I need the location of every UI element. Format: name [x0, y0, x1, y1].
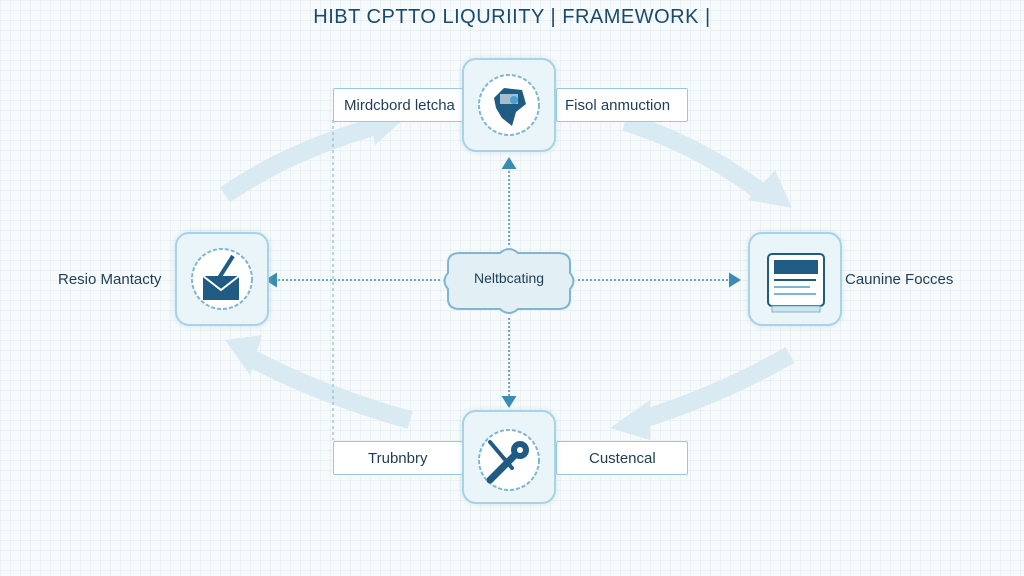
bottom-node-right-label: Custencal	[589, 450, 656, 467]
left-node	[175, 232, 269, 326]
seal-gear-icon	[478, 74, 540, 136]
flow-arrow-top-to-right	[622, 113, 771, 203]
center-node	[443, 248, 575, 314]
center-node-label: Neltbcating	[473, 270, 545, 286]
bottom-left-label-box: Trubnbry	[333, 441, 463, 475]
diagram-title: HIBT CPTTO LIQURIITY | FRAMEWORK |	[313, 6, 711, 28]
top-node-label: Mirdcbord letcha	[344, 97, 455, 114]
flow-arrowhead-right-to-bottom	[610, 400, 650, 440]
top-node-right-label: Fisol anmuction	[565, 97, 671, 114]
top-right-label-box: Fisol anmuction	[556, 88, 688, 122]
flow-arrow-bottom-to-left	[240, 347, 413, 429]
right-node-label: Caunine Focces	[845, 271, 954, 288]
bottom-node-label: Trubnbry	[368, 450, 428, 467]
flow-arrow-left-to-top	[219, 116, 383, 203]
wrench-key-icon	[478, 429, 540, 491]
flow-arrow-right-to-bottom	[637, 347, 795, 429]
bottom-right-label-box: Custencal	[556, 441, 688, 475]
left-node-label: Resio Mantacty	[58, 271, 162, 288]
top-left-label-box: Mirdcbord letcha	[333, 88, 463, 122]
document-stack-icon	[767, 253, 825, 313]
flow-arrowhead-bottom-to-left	[225, 335, 262, 375]
bottom-node	[462, 410, 556, 504]
right-node	[748, 232, 842, 326]
flow-arrowhead-top-to-right	[748, 170, 792, 208]
envelope-pen-icon	[191, 248, 253, 310]
top-node	[462, 58, 556, 152]
